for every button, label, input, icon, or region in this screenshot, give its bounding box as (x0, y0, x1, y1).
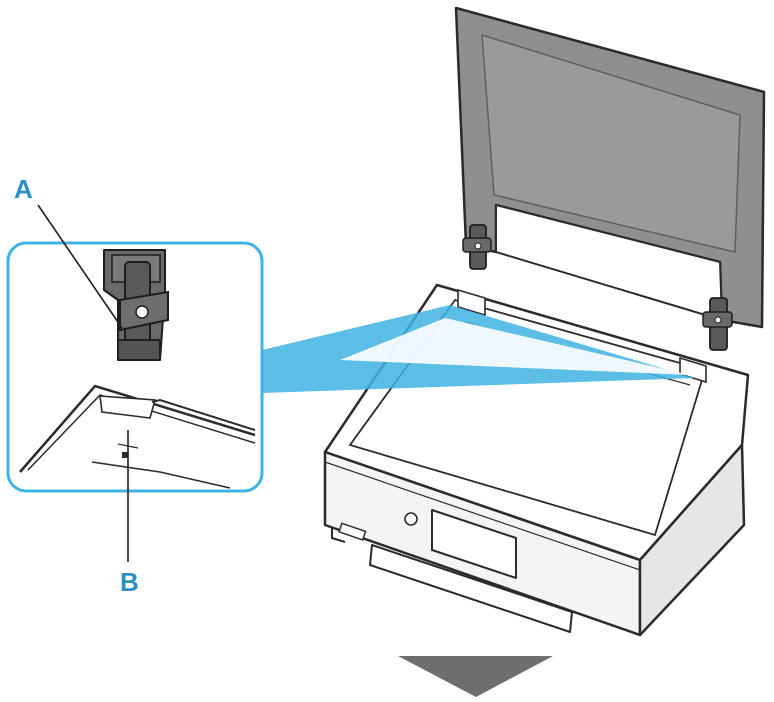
zoom-wedge-inner (340, 318, 690, 375)
paper-output-tray (369, 544, 573, 633)
magnified-callout (6, 241, 264, 493)
callout-label-b: B (120, 567, 139, 597)
card-slot (338, 522, 367, 541)
callout-frame (6, 241, 264, 493)
printer-side-face (638, 443, 746, 637)
callout-label-a: A (14, 174, 33, 204)
printer-foot (331, 528, 346, 543)
hinge-slot-left (457, 288, 486, 317)
leader-line-a (37, 204, 123, 329)
left-hinge (462, 224, 492, 270)
front-panel-edge (324, 461, 641, 571)
magnified-printer-corner (19, 384, 256, 489)
document-cover-inner-panel (481, 33, 741, 253)
magnified-hinge (103, 249, 169, 361)
right-hinge (702, 297, 733, 351)
document-cover (454, 6, 766, 329)
next-step-arrow (398, 656, 553, 697)
power-button[interactable] (404, 512, 418, 526)
touch-screen[interactable] (431, 509, 517, 579)
